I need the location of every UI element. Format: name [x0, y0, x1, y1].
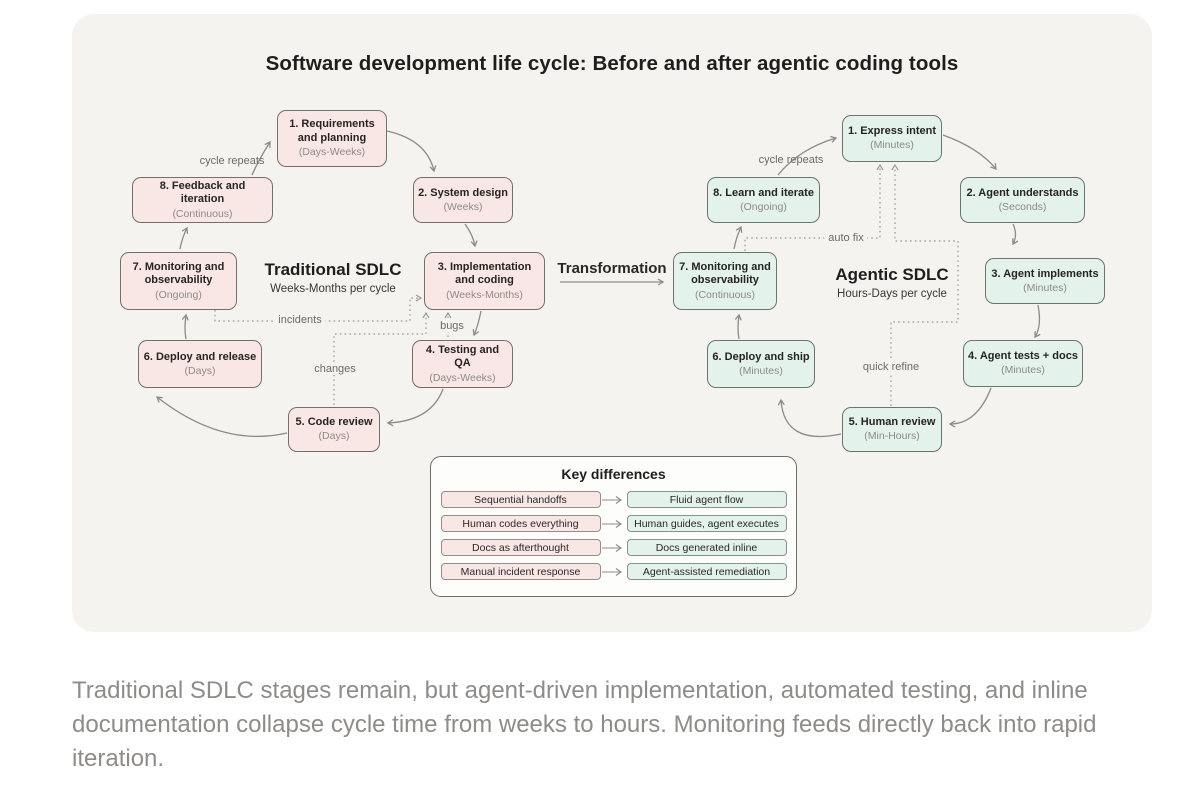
stage-duration: (Minutes)	[1023, 281, 1067, 294]
after-box: Fluid agent flow	[626, 491, 787, 508]
key-difference-row: Docs as afterthought Docs generated inli…	[431, 539, 796, 556]
changes-label: changes	[310, 363, 360, 375]
cycle-repeats-label-agentic: cycle repeats	[758, 154, 824, 166]
stage-duration: (Days)	[184, 364, 216, 377]
stage-trad-6: 6. Deploy and release (Days)	[138, 340, 262, 388]
stage-label: 2. Agent understands	[966, 186, 1079, 199]
stage-duration: (Continuous)	[694, 288, 756, 301]
key-difference-row: Human codes everything Human guides, age…	[431, 515, 796, 532]
stage-duration: (Min-Hours)	[864, 430, 920, 443]
cycle-repeats-label-traditional: cycle repeats	[199, 155, 265, 167]
quick-refine-label: quick refine	[858, 361, 924, 373]
stage-duration: (Days-Weeks)	[298, 146, 366, 159]
stage-duration: (Seconds)	[998, 200, 1047, 213]
traditional-cycle-label: Traditional SDLC Weeks-Months per cycle	[265, 260, 402, 295]
stage-label: 3. Implementation and coding	[437, 260, 532, 287]
right-arrow-icon	[601, 567, 622, 576]
stage-duration: (Minutes)	[870, 139, 914, 152]
figure-caption: Traditional SDLC stages remain, but agen…	[72, 677, 1097, 772]
right-arrow-icon	[601, 519, 622, 528]
after-box: Docs generated inline	[626, 539, 787, 556]
before-box: Manual incident response	[440, 563, 601, 580]
stage-label: 5. Code review	[295, 416, 373, 428]
stage-duration: (Ongoing)	[155, 288, 202, 301]
stage-trad-7: 7. Monitoring and observability (Ongoing…	[120, 252, 237, 310]
stage-agent-5: 5. Human review (Min-Hours)	[842, 407, 942, 452]
auto-fix-label: auto fix	[824, 232, 868, 244]
cycle-name: Agentic SDLC	[835, 265, 949, 284]
transformation-label: Transformation	[557, 260, 667, 277]
key-difference-row: Manual incident response Agent-assisted …	[431, 563, 796, 580]
stage-label: 4. Agent tests + docs	[968, 350, 1078, 362]
stage-label: 7. Monitoring and observability	[679, 260, 771, 287]
key-differences-panel: Key differences Sequential handoffs Flui…	[430, 456, 797, 597]
stage-label: 6. Deploy and release	[143, 350, 257, 363]
stage-duration: (Minutes)	[739, 364, 783, 377]
stage-label: 7. Monitoring and observability	[132, 260, 225, 287]
stage-duration: (Weeks-Months)	[446, 288, 523, 301]
diagram-card: Software development life cycle: Before …	[72, 14, 1152, 632]
stage-agent-6: 6. Deploy and ship (Minutes)	[707, 340, 815, 388]
incidents-label: incidents	[274, 314, 326, 326]
key-difference-row: Sequential handoffs Fluid agent flow	[431, 491, 796, 508]
stage-label: 6. Deploy and ship	[712, 350, 810, 363]
stage-agent-2: 2. Agent understands (Seconds)	[960, 177, 1085, 223]
stage-duration: (Days-Weeks)	[429, 371, 496, 384]
stage-label: 1. Requirements and planning	[289, 118, 375, 144]
stage-label: 2. System design	[418, 186, 508, 199]
stage-label: 8. Learn and iterate	[713, 186, 814, 199]
stage-agent-4: 4. Agent tests + docs (Minutes)	[963, 340, 1083, 387]
before-box: Docs as afterthought	[440, 539, 601, 556]
stage-duration: (Ongoing)	[740, 200, 787, 213]
stage-agent-7: 7. Monitoring and observability (Continu…	[673, 252, 777, 310]
stage-label: 8. Feedback and iteration	[159, 179, 246, 206]
cycle-time: Weeks-Months per cycle	[270, 283, 396, 295]
stage-agent-8: 8. Learn and iterate (Ongoing)	[707, 177, 820, 223]
before-box: Human codes everything	[440, 515, 601, 532]
cycle-name: Traditional SDLC	[264, 260, 402, 279]
stage-trad-8: 8. Feedback and iteration (Continuous)	[132, 177, 273, 223]
before-box: Sequential handoffs	[440, 491, 601, 508]
after-box: Agent-assisted remediation	[626, 563, 787, 580]
stage-label: 3. Agent implements	[991, 267, 1099, 280]
stage-label: 4. Testing and QA	[425, 343, 500, 370]
stage-trad-3: 3. Implementation and coding (Weeks-Mont…	[424, 252, 545, 310]
key-differences-rows: Sequential handoffs Fluid agent flow Hum…	[431, 491, 796, 580]
key-differences-title: Key differences	[561, 466, 666, 482]
right-arrow-icon	[601, 495, 622, 504]
stage-trad-1: 1. Requirements and planning (Days-Weeks…	[277, 110, 387, 167]
stage-label: 1. Express intent	[847, 125, 937, 137]
bugs-label: bugs	[436, 320, 468, 332]
stage-duration: (Days)	[318, 430, 350, 443]
stage-duration: (Continuous)	[172, 207, 233, 220]
right-arrow-icon	[601, 543, 622, 552]
after-box: Human guides, agent executes	[626, 515, 787, 532]
agentic-cycle-label: Agentic SDLC Hours-Days per cycle	[835, 265, 948, 300]
stage-agent-1: 1. Express intent (Minutes)	[842, 115, 942, 162]
cycle-time: Hours-Days per cycle	[837, 288, 947, 300]
diagram-title: Software development life cycle: Before …	[265, 52, 959, 75]
stage-trad-2: 2. System design (Weeks)	[413, 177, 513, 223]
stage-label: 5. Human review	[848, 416, 936, 428]
stage-duration: (Weeks)	[443, 200, 483, 213]
stage-duration: (Minutes)	[1001, 364, 1045, 377]
stage-agent-3: 3. Agent implements (Minutes)	[985, 258, 1105, 304]
stage-trad-4: 4. Testing and QA (Days-Weeks)	[412, 340, 513, 388]
stage-trad-5: 5. Code review (Days)	[288, 407, 380, 452]
